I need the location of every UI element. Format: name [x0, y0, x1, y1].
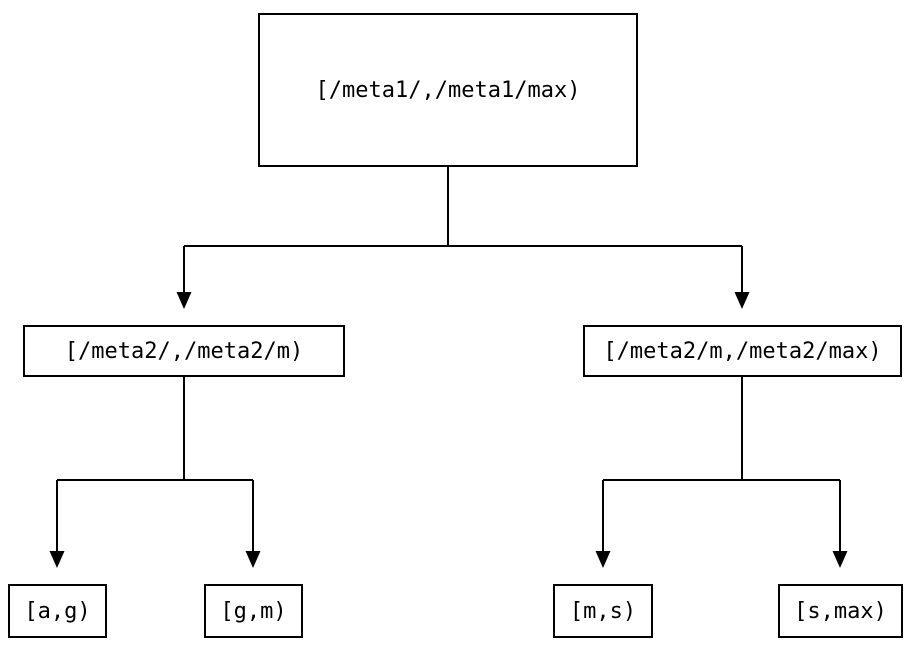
node-leaf-ag: [a,g)	[8, 584, 107, 638]
edge-root-to-children	[183, 167, 743, 293]
arrowhead-down-icon	[734, 292, 750, 309]
node-leaf-smax: [s,max)	[778, 584, 903, 638]
node-leaf-ms-label: [m,s)	[569, 598, 637, 624]
arrowhead-down-icon	[176, 292, 192, 309]
node-leaf-gm: [g,m)	[204, 584, 303, 638]
arrowhead-down-icon	[245, 551, 261, 568]
node-leaf-smax-label: [s,max)	[794, 598, 887, 624]
arrowhead-down-icon	[832, 551, 848, 568]
edge-midright-to-children	[602, 377, 841, 552]
node-leaf-gm-label: [g,m)	[220, 598, 287, 624]
node-mid-right-label: [/meta2/m,/meta2/max)	[603, 338, 882, 364]
arrowhead-down-icon	[595, 551, 611, 568]
node-root: [/meta1/,/meta1/max)	[258, 13, 638, 167]
edge-midleft-to-children	[56, 377, 254, 552]
node-leaf-ms: [m,s)	[553, 584, 653, 638]
node-leaf-ag-label: [a,g)	[24, 598, 91, 624]
node-root-label: [/meta1/,/meta1/max)	[315, 77, 581, 103]
node-mid-left-label: [/meta2/,/meta2/m)	[64, 338, 304, 364]
node-mid-left: [/meta2/,/meta2/m)	[23, 325, 345, 377]
node-mid-right: [/meta2/m,/meta2/max)	[583, 325, 902, 377]
arrowhead-down-icon	[49, 551, 65, 568]
